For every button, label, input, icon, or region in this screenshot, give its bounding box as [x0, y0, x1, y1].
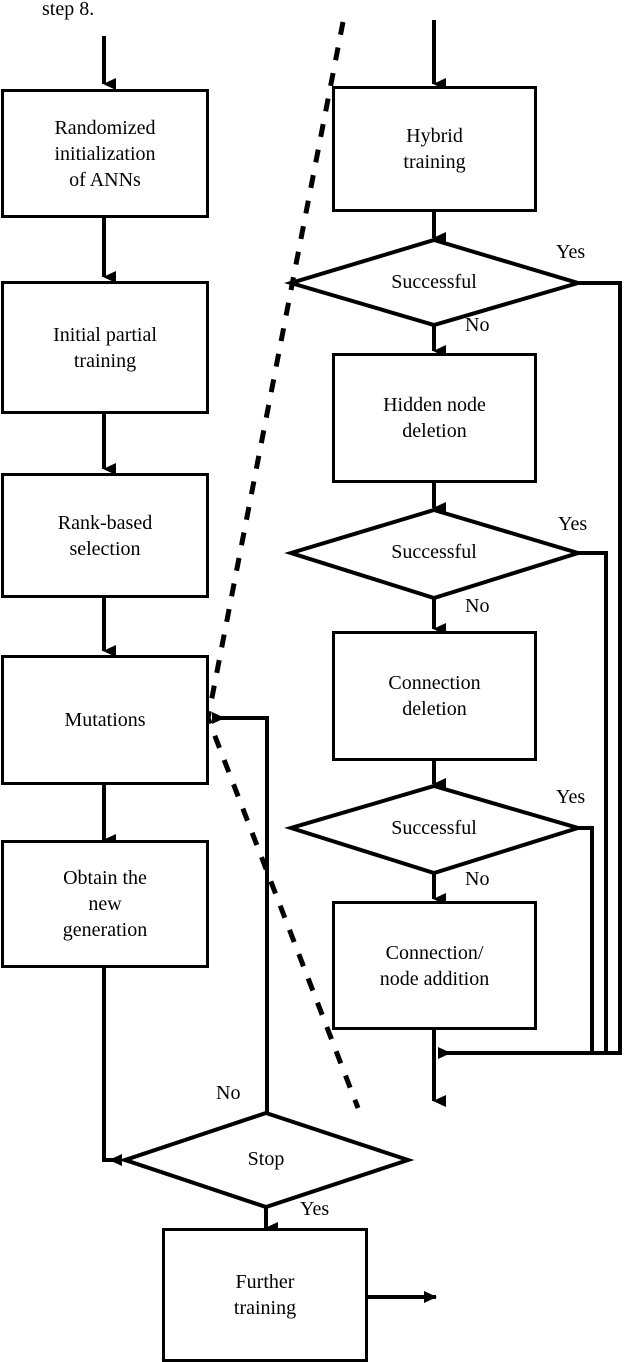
node-connection-deletion[interactable]: Connection deletion — [332, 631, 537, 761]
node-initial-partial-training-label: Initial partial training — [53, 323, 157, 372]
edge-label-stop-no: No — [216, 1082, 241, 1104]
node-connection-node-addition-label: Connection/ node addition — [379, 941, 490, 990]
decision-stop-label: Stop — [247, 1148, 285, 1170]
page-caption: step 8. — [42, 0, 95, 20]
node-initial-partial-training[interactable]: Initial partial training — [1, 281, 209, 414]
node-connection-node-addition[interactable]: Connection/ node addition — [332, 901, 537, 1030]
edge-label-no-2: No — [465, 595, 490, 617]
decision-successful-2-label: Successful — [391, 541, 477, 563]
edge-label-stop-yes: Yes — [300, 1198, 330, 1220]
edge-label-yes-3: Yes — [556, 786, 586, 808]
node-rank-based-selection[interactable]: Rank-based selection — [1, 473, 209, 598]
node-hidden-node-deletion[interactable]: Hidden node deletion — [332, 353, 537, 483]
node-hybrid-training[interactable]: Hybrid training — [332, 86, 537, 212]
node-hidden-node-deletion-label: Hidden node deletion — [383, 394, 486, 442]
node-mutations-label: Mutations — [64, 709, 146, 731]
arrow-obtain-to-stop — [102, 968, 122, 1166]
decision-successful-3-label: Successful — [391, 817, 477, 839]
edge-label-yes-1: Yes — [556, 241, 586, 263]
node-hybrid-training-label: Hybrid training — [403, 125, 466, 173]
node-obtain-new-generation[interactable]: Obtain the new generation — [1, 840, 209, 968]
node-further-training-label: Further training — [233, 1271, 297, 1319]
node-randomized-initialization[interactable]: Randomized initialization of ANNs — [1, 89, 209, 218]
yes-rail-3 — [578, 826, 594, 1053]
edge-label-yes-2: Yes — [558, 513, 588, 535]
node-connection-deletion-label: Connection deletion — [388, 672, 481, 720]
edge-label-no-1: No — [465, 314, 490, 336]
node-randomized-initialization-label: Randomized initialization of ANNs — [54, 116, 156, 191]
feedback-to-mutations — [212, 712, 269, 1113]
node-further-training[interactable]: Further training — [162, 1228, 368, 1362]
decision-successful-1-label: Successful — [391, 271, 477, 293]
edge-label-no-3: No — [465, 868, 490, 890]
node-obtain-new-generation-label: Obtain the new generation — [62, 867, 148, 941]
node-mutations[interactable]: Mutations — [1, 655, 209, 785]
yes-rail-1 — [578, 281, 622, 1053]
node-rank-based-selection-label: Rank-based selection — [57, 511, 153, 560]
